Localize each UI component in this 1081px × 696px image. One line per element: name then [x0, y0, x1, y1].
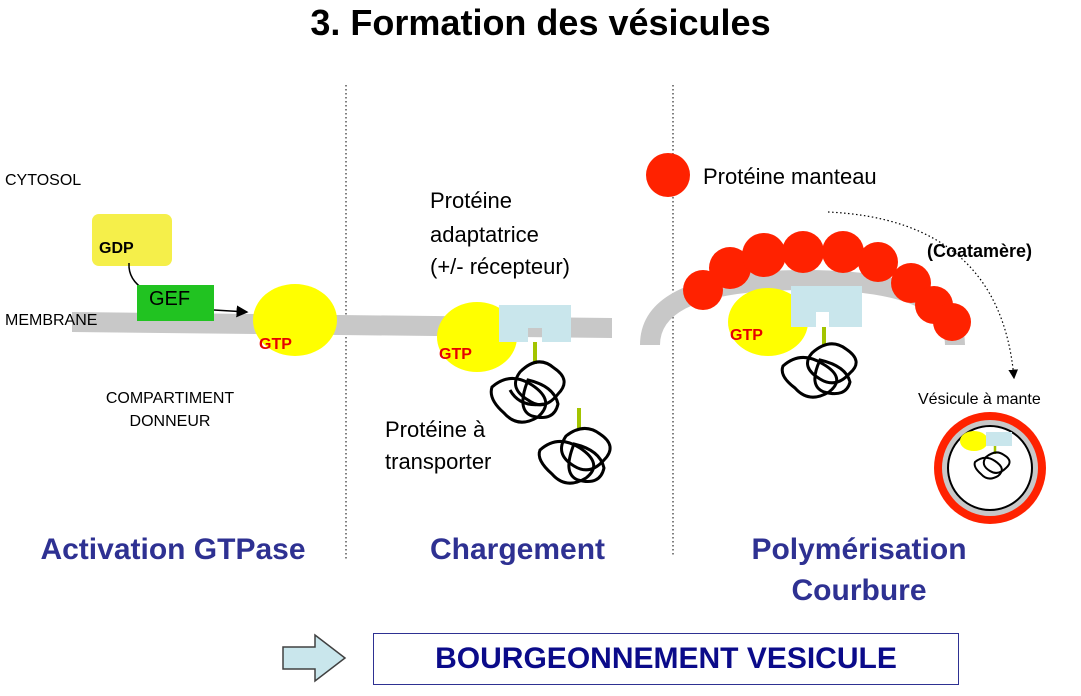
adaptor-2 [499, 305, 571, 342]
gtpase-3 [728, 288, 808, 356]
gdp-box [92, 214, 172, 266]
compartment-label-2: DONNEUR [129, 413, 211, 430]
gtpase-1 [253, 284, 337, 356]
cargo-protein-icon [780, 342, 858, 399]
cargo-label-1: Protéine à [385, 417, 486, 442]
gef-arrow [213, 305, 249, 318]
gtp-label-1: GTP [259, 336, 292, 353]
arrow-right-icon [282, 633, 347, 683]
step-polymerisation-1: Polymérisation [751, 533, 967, 566]
membrane-label: MEMBRANE [5, 312, 98, 329]
gef-label: GEF [149, 288, 191, 310]
gtp-label-2: GTP [439, 346, 472, 363]
gef-box [137, 285, 214, 321]
compartment-label-1: COMPARTIMENT [105, 390, 235, 407]
adaptor-label-2: adaptatrice [430, 222, 539, 247]
cytosol-label: CYTOSOL [5, 172, 82, 189]
budding-banner: BOURGEONNEMENT VESICULE [373, 633, 959, 685]
step-polymerisation-2: Courbure [791, 574, 927, 607]
adaptor-label-1: Protéine [430, 188, 512, 213]
gtp-label-3: GTP [730, 327, 763, 344]
step-loading: Chargement [429, 533, 606, 566]
adaptor-3 [791, 286, 862, 327]
coat-protein-label: Protéine manteau [703, 164, 877, 189]
cargo-protein-icon [973, 451, 1011, 480]
gtpase-2 [437, 302, 517, 372]
vesicle-adaptor [986, 432, 1012, 446]
adaptor-label-3: (+/- récepteur) [430, 254, 570, 279]
coated-vesicle-label: Vésicule à mante [918, 391, 1041, 408]
step-activation: Activation GTPase [40, 533, 306, 566]
gdp-label: GDP [99, 240, 134, 257]
coat-protein-icon [646, 153, 690, 197]
coat-layer [646, 153, 971, 341]
cargo-protein-icon [489, 360, 566, 424]
budding-banner-text: BOURGEONNEMENT VESICULE [435, 642, 897, 675]
vesicle-gtpase [960, 431, 988, 451]
cargo-protein-icon [537, 427, 612, 485]
page-title: 3. Formation des vésicules [310, 2, 771, 43]
coatamer-label: (Coatamère) [927, 241, 1033, 261]
cargo-label-2: transporter [385, 449, 492, 474]
